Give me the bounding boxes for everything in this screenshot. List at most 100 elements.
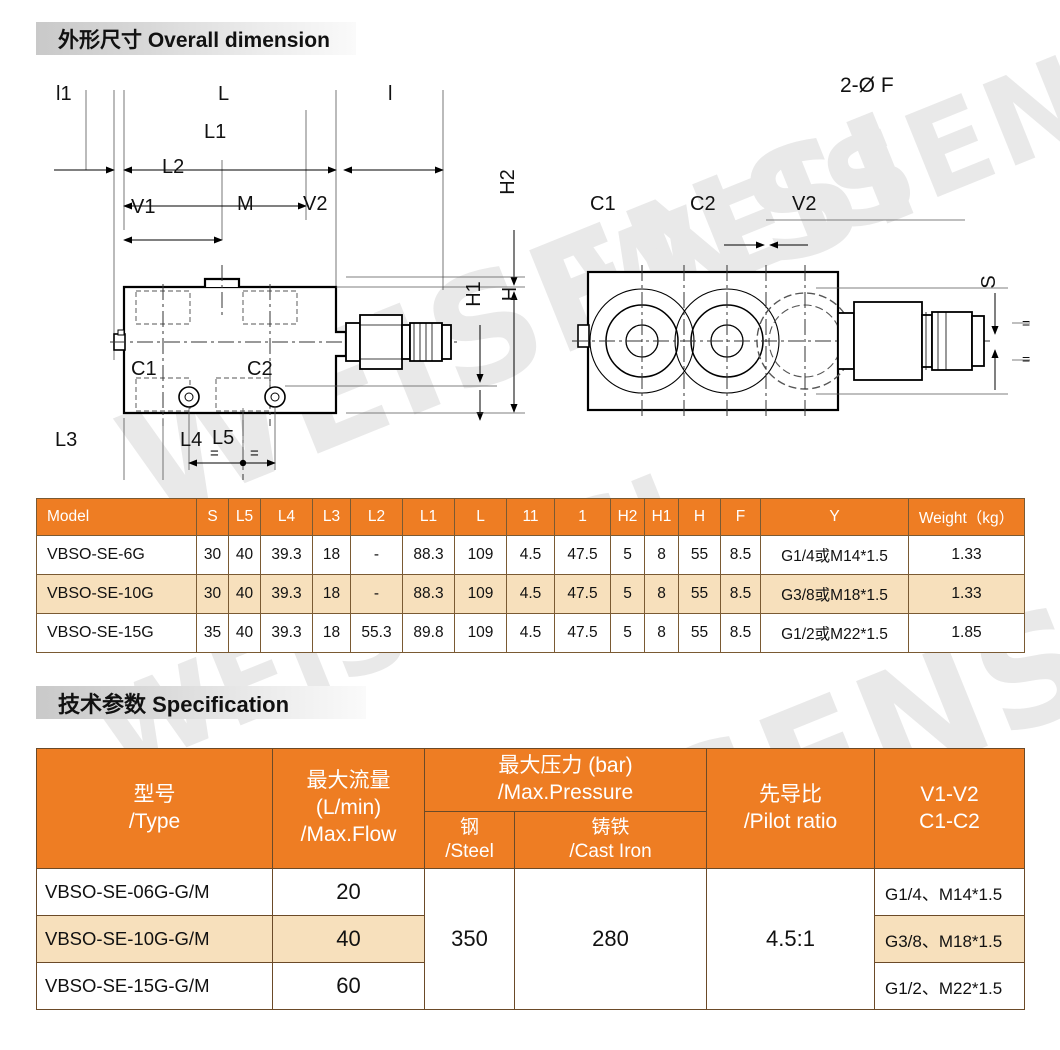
spec-header-type-line2: /Type <box>128 809 181 833</box>
dim-col-header-L4: L4 <box>260 498 313 536</box>
dim-cell-Y: G1/2或M22*1.5 <box>760 613 909 653</box>
spec-cell-max-flow: 60 <box>272 962 425 1011</box>
dim-col-header-L5: L5 <box>228 498 261 536</box>
dim-cell-L1: 89.8 <box>402 613 455 653</box>
spec-header-pressure-line2: /Max.Pressure <box>497 780 634 804</box>
drawing-label-l1: l1 <box>56 83 72 105</box>
dim-cell-weight: 1.33 <box>908 574 1025 614</box>
drawing-label-front-V2: V2 <box>792 193 816 215</box>
dim-cell-S: 35 <box>196 613 229 653</box>
spec-cell-type: VBSO-SE-15G-G/M <box>36 962 273 1011</box>
spec-col-header-type: 型号 /Type <box>36 747 273 870</box>
dim-cell-11: 4.5 <box>506 613 555 653</box>
dim-cell-L4: 39.3 <box>260 613 313 653</box>
spec-col-header-pilot-ratio: 先导比 /Pilot ratio <box>706 747 875 870</box>
dim-cell-H2: 5 <box>610 574 645 614</box>
dim-cell-1: 47.5 <box>554 535 611 575</box>
specification-table: 型号 /Type 最大流量 (L/min) /Max.Flow 最大压力 (ba… <box>36 747 1025 1011</box>
dim-col-header-F: F <box>720 498 761 536</box>
dim-cell-H1: 8 <box>644 535 679 575</box>
spec-cell-type: VBSO-SE-10G-G/M <box>36 915 273 964</box>
dim-cell-11: 4.5 <box>506 574 555 614</box>
dim-cell-1: 47.5 <box>554 574 611 614</box>
dim-cell-L2: 55.3 <box>350 613 403 653</box>
dim-cell-Y: G3/8或M18*1.5 <box>760 574 909 614</box>
dim-cell-model: VBSO-SE-10G <box>36 574 197 614</box>
dim-cell-L5: 40 <box>228 613 261 653</box>
drawing-label-L2: L2 <box>162 156 184 178</box>
dim-cell-H2: 5 <box>610 613 645 653</box>
spec-header-flow-line2: (L/min) <box>315 796 382 820</box>
dim-cell-F: 8.5 <box>720 574 761 614</box>
drawing-label-L3: L3 <box>55 429 77 451</box>
dim-col-header-H: H <box>678 498 721 536</box>
dim-col-header-Y: Y <box>760 498 909 536</box>
dim-cell-L1: 88.3 <box>402 574 455 614</box>
dim-cell-H2: 5 <box>610 535 645 575</box>
section-header-overall-dimension: 外形尺寸 Overall dimension <box>36 22 356 55</box>
drawing-label-front-C1: C1 <box>590 193 616 215</box>
spec-col-header-max-flow: 最大流量 (L/min) /Max.Flow <box>272 747 425 870</box>
dim-cell-L1: 88.3 <box>402 535 455 575</box>
section-title-overall-dimension: 外形尺寸 Overall dimension <box>58 28 330 52</box>
spec-col-header-cast-iron: 铸铁 /Cast Iron <box>514 810 707 870</box>
drawing-label-H: H <box>499 287 521 301</box>
section-header-specification: 技术参数 Specification <box>36 686 366 719</box>
drawing-label-H1: H1 <box>463 281 485 307</box>
spec-cell-ports: G1/2、M22*1.5 <box>874 962 1025 1011</box>
drawing-label-S: S <box>978 275 1000 288</box>
dimension-table-header-row: Model S L5 L4 L3 L2 L1 L 11 1 H2 H1 H F … <box>36 498 1025 536</box>
dim-cell-F: 8.5 <box>720 613 761 653</box>
drawing-label-M: M <box>237 193 254 215</box>
dim-col-header-L: L <box>454 498 507 536</box>
spec-cell-ports: G3/8、M18*1.5 <box>874 915 1025 964</box>
dim-col-header-weight: Weight（kg） <box>908 498 1025 536</box>
dim-col-header-S: S <box>196 498 229 536</box>
spec-col-header-max-pressure: 最大压力 (bar) /Max.Pressure <box>424 748 707 812</box>
dim-cell-L3: 18 <box>312 535 351 575</box>
drawing-label-V1: V1 <box>131 196 155 218</box>
dim-col-header-H1: H1 <box>644 498 679 536</box>
drawing-equal-top: = <box>1022 315 1030 331</box>
dim-cell-S: 30 <box>196 535 229 575</box>
spec-col-header-steel: 钢 /Steel <box>424 810 515 870</box>
dim-cell-Y: G1/4或M14*1.5 <box>760 535 909 575</box>
dim-col-header-model: Model <box>36 498 197 536</box>
dim-cell-L: 109 <box>454 574 507 614</box>
dim-cell-L2: - <box>350 574 403 614</box>
section-title-specification: 技术参数 Specification <box>58 691 290 717</box>
dim-cell-H: 55 <box>678 574 721 614</box>
dim-col-header-11: 11 <box>506 498 555 536</box>
dim-cell-weight: 1.85 <box>908 613 1025 653</box>
spec-header-flow-line1: 最大流量 <box>306 769 391 793</box>
drawing-label-C1: C1 <box>131 358 157 380</box>
spec-table-header-row-2: 钢 /Steel 铸铁 /Cast Iron <box>37 810 1025 870</box>
dim-cell-L: 109 <box>454 613 507 653</box>
spec-cell-max-flow: 20 <box>272 868 425 917</box>
drawing-label-L: L <box>218 83 229 105</box>
dim-cell-weight: 1.33 <box>908 535 1025 575</box>
spec-header-cast-line2: /Cast Iron <box>569 841 652 863</box>
drawing-label-L5: L5 <box>212 427 234 449</box>
dim-cell-11: 4.5 <box>506 535 555 575</box>
spec-header-steel-line1: 钢 <box>459 816 479 838</box>
drawing-label-L4: L4 <box>180 429 202 451</box>
dim-cell-L4: 39.3 <box>260 574 313 614</box>
table-row: VBSO-SE-15G-G/M 60 G1/2、M22*1.5 <box>36 962 1025 1011</box>
drawing-label-V2: V2 <box>303 193 327 215</box>
drawing-label-C2: C2 <box>247 358 273 380</box>
dim-cell-L: 109 <box>454 535 507 575</box>
spec-cell-ports: G1/4、M14*1.5 <box>874 868 1025 917</box>
spec-header-pilot-line1: 先导比 <box>759 782 822 806</box>
spec-header-steel-line2: /Steel <box>445 841 494 863</box>
drawing-label-front-C2: C2 <box>690 193 716 215</box>
dim-cell-L2: - <box>350 535 403 575</box>
dim-cell-model: VBSO-SE-6G <box>36 535 197 575</box>
dim-cell-H1: 8 <box>644 613 679 653</box>
dim-cell-L3: 18 <box>312 613 351 653</box>
spec-table-header-row-1: 型号 /Type 最大流量 (L/min) /Max.Flow 最大压力 (ba… <box>36 747 1025 870</box>
dim-cell-F: 8.5 <box>720 535 761 575</box>
spec-cell-max-flow: 40 <box>272 915 425 964</box>
drawing-label-l: l <box>388 83 392 105</box>
